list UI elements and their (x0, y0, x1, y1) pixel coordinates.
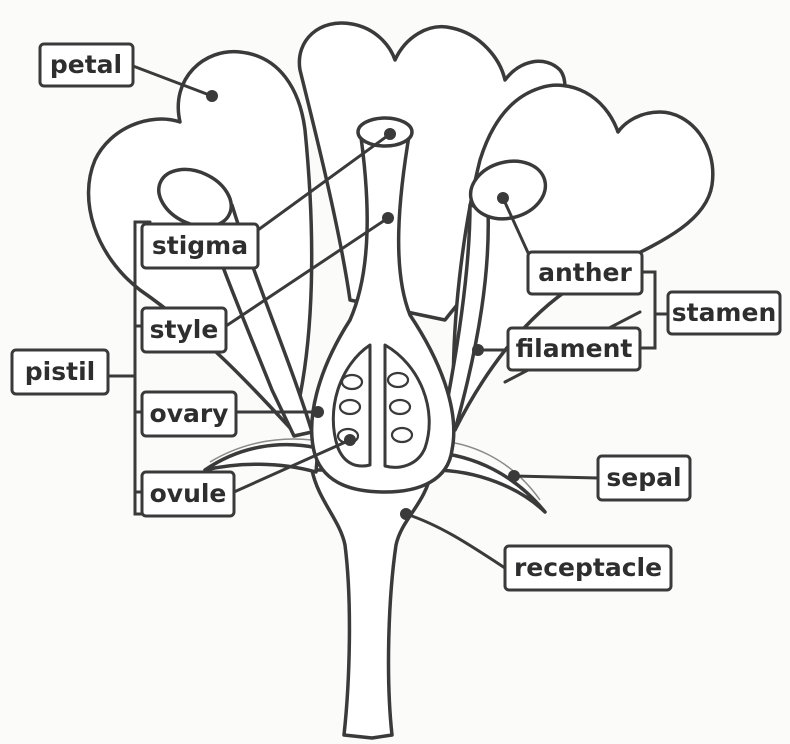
svg-text:ovule: ovule (150, 479, 227, 508)
sepal-leader (514, 476, 598, 478)
label-stigma: stigma (142, 224, 258, 268)
svg-text:style: style (150, 315, 219, 344)
svg-text:ovary: ovary (150, 399, 229, 428)
label-ovule: ovule (142, 472, 234, 516)
petal-leader-dot (206, 90, 218, 102)
label-filament: filament (508, 328, 640, 370)
svg-text:stigma: stigma (152, 231, 248, 260)
label-ovary: ovary (142, 392, 236, 436)
svg-text:filament: filament (516, 334, 633, 363)
label-sepal: sepal (598, 456, 690, 500)
anther-leader-dot (497, 192, 509, 204)
label-style: style (142, 308, 226, 352)
ovule-4 (388, 373, 408, 387)
svg-text:sepal: sepal (606, 463, 681, 492)
label-pistil: pistil (12, 350, 108, 394)
svg-text:stamen: stamen (672, 298, 777, 327)
receptacle-leader (406, 514, 505, 568)
stigma-leader-dot (384, 128, 396, 140)
sepal-leader-dot (508, 470, 520, 482)
svg-text:pistil: pistil (25, 357, 95, 386)
stamen-bracket (640, 272, 668, 348)
receptacle-leader-dot (400, 508, 412, 520)
receptacle-shape (312, 470, 432, 738)
ovule-leader-dot (344, 434, 356, 446)
style-leader-dot (382, 212, 394, 224)
ovary-leader-dot (312, 406, 324, 418)
label-anther: anther (528, 252, 642, 294)
ovule-2 (340, 400, 360, 414)
svg-text:receptacle: receptacle (514, 553, 662, 582)
ovule-1 (342, 375, 362, 389)
label-petal: petal (40, 44, 133, 86)
sepal-left-shape (205, 445, 318, 472)
ovule-5 (390, 400, 410, 414)
label-stamen: stamen (668, 292, 780, 334)
label-receptacle: receptacle (505, 546, 671, 590)
svg-text:anther: anther (538, 258, 632, 287)
filament-leader-dot (472, 344, 484, 356)
svg-text:petal: petal (50, 50, 122, 79)
ovule-6 (392, 428, 412, 442)
